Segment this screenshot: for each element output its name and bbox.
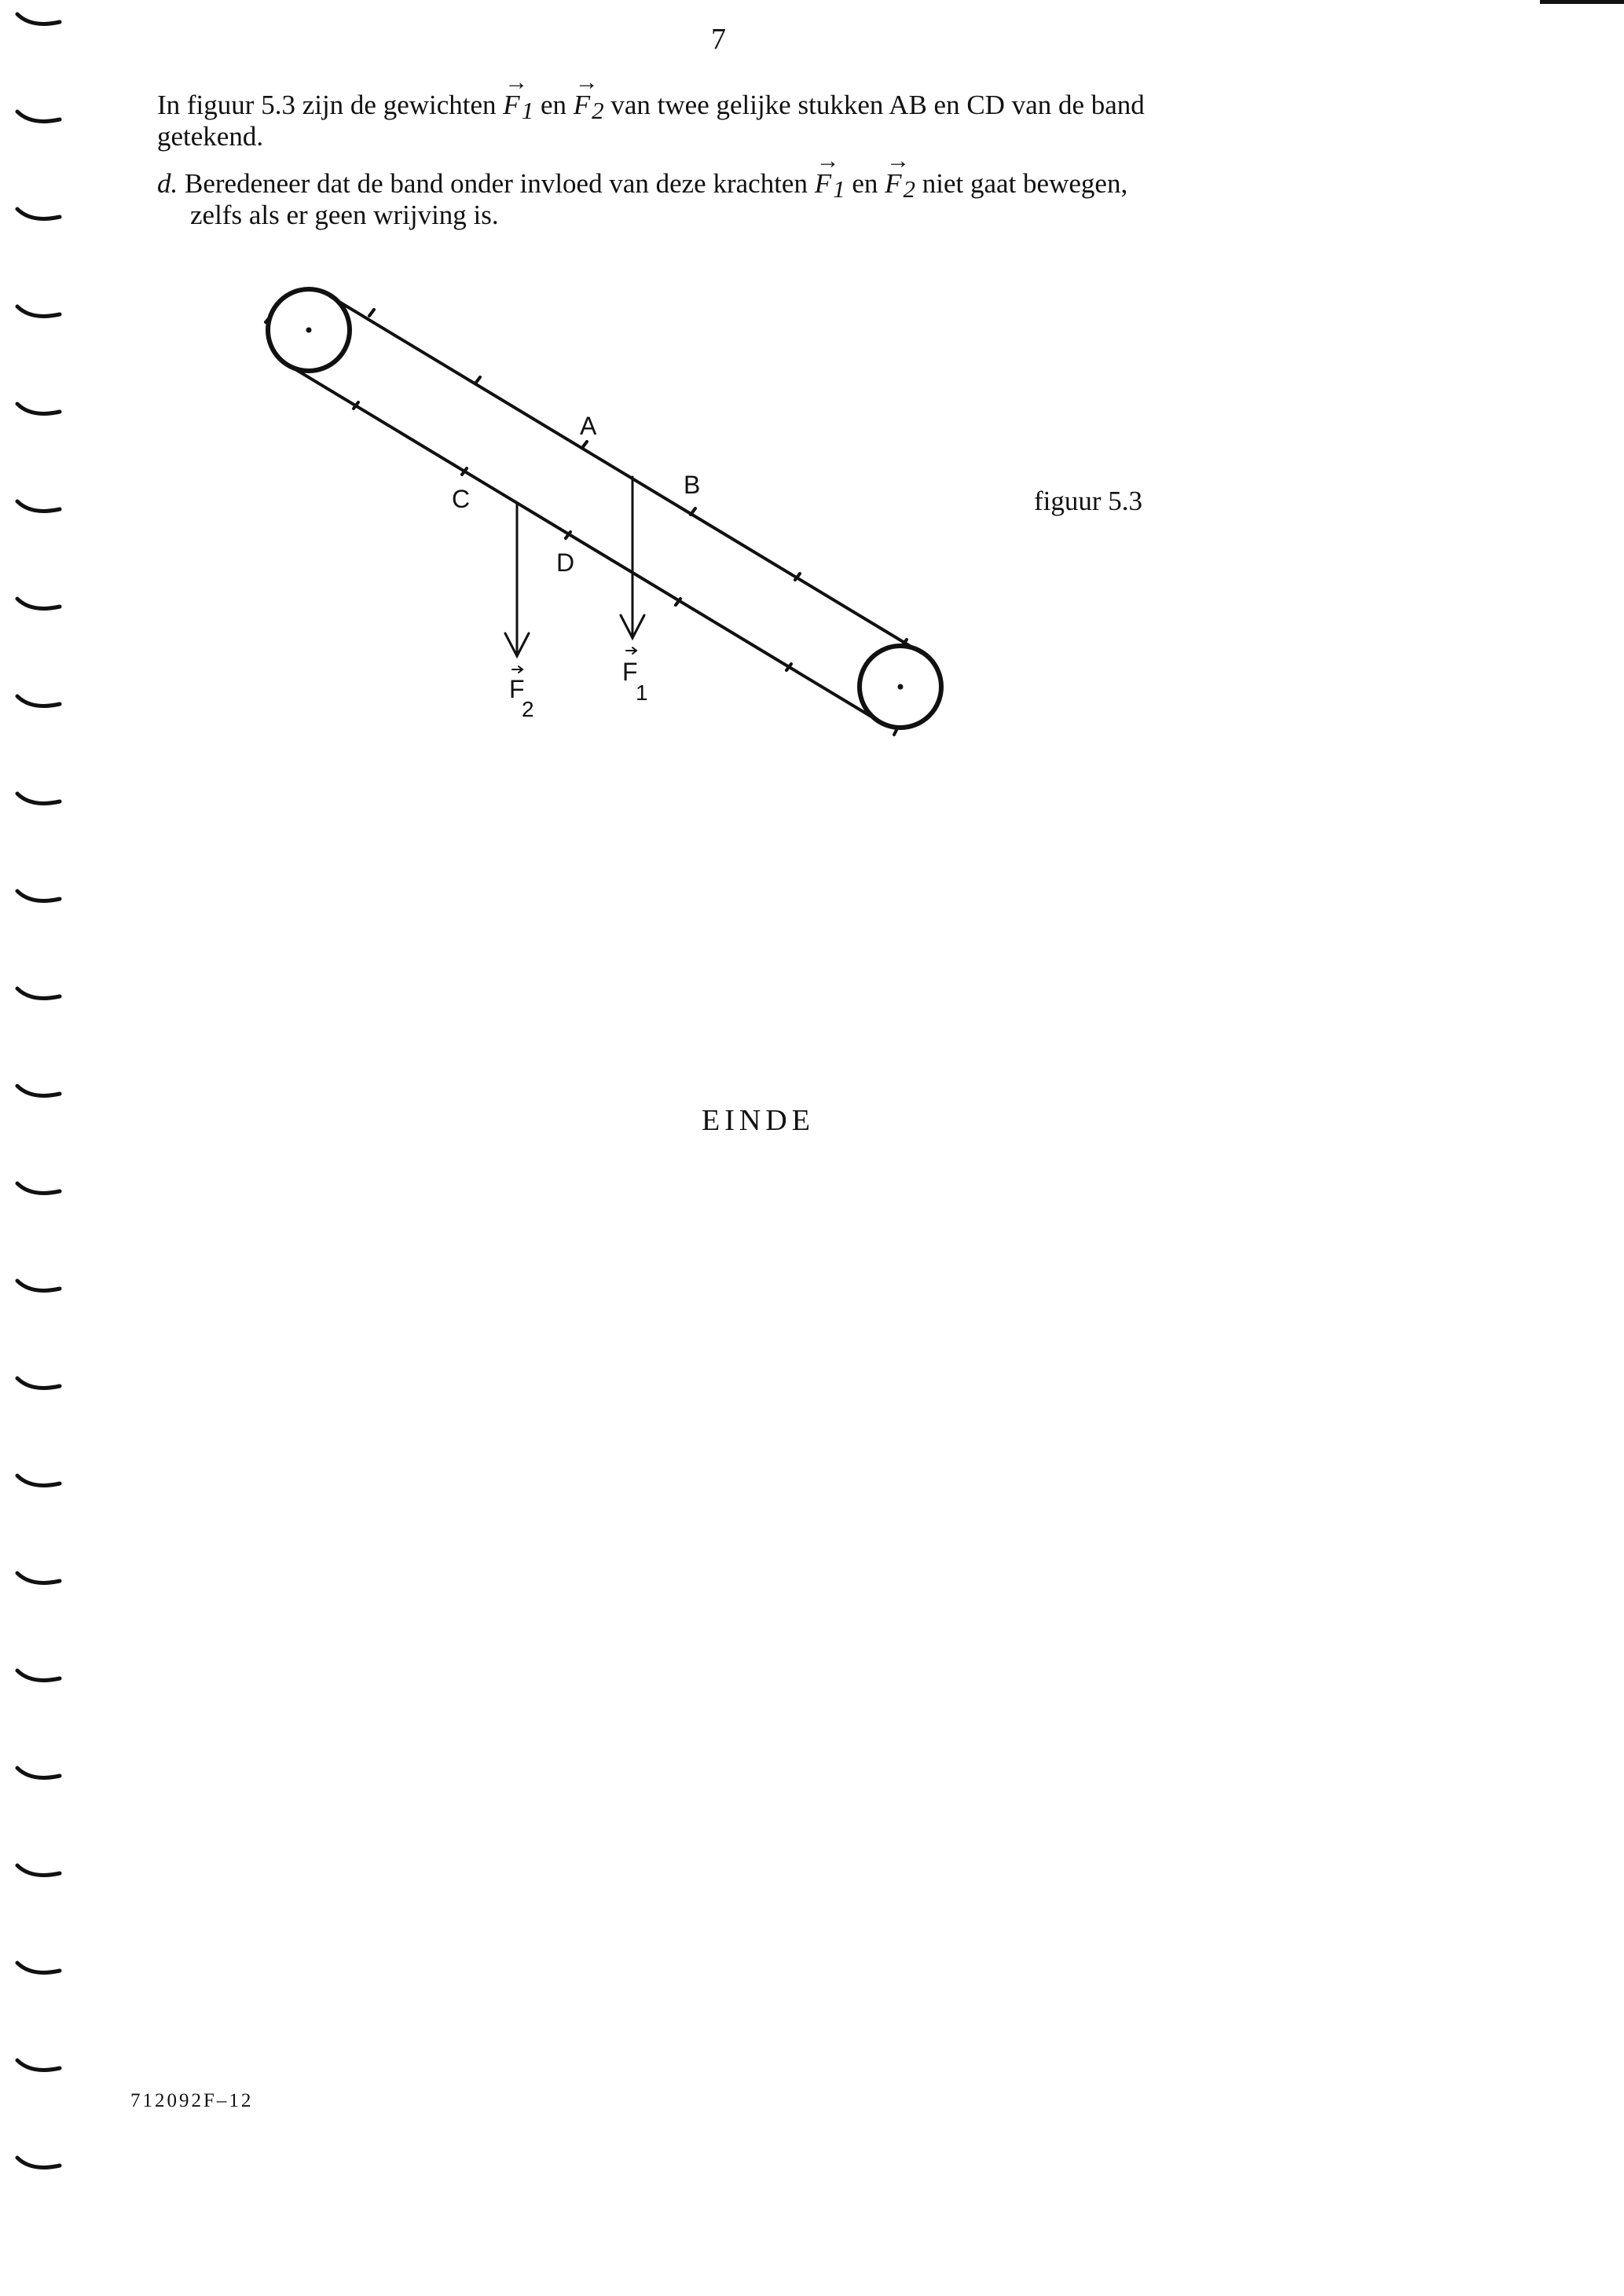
intro-line-1: In figuur 5.3 zijn de gewichten →F1 en →… [157,71,1296,125]
vector-arrow: → [886,148,911,174]
vector-letter: F [814,168,832,199]
binding-mark [15,1766,62,1780]
binding-mark [15,499,62,513]
binding-mark [15,791,62,805]
force-f2-head [504,632,530,659]
binding-mark [15,1863,62,1877]
figure-conveyor-belt: A B C D F 2 F 1 [264,287,944,736]
label-a: A [580,412,597,440]
belt-lower-run [286,363,881,723]
label-d: D [556,548,574,577]
binding-marks [15,12,62,2169]
question-text: Beredeneer dat de band onder invloed van… [185,168,815,199]
vector-arrow: → [574,69,599,95]
binding-mark [15,2155,62,2169]
page-number: 7 [711,23,726,56]
vector-f2: →F2 [885,149,916,204]
intro-paragraph: In figuur 5.3 zijn de gewichten →F1 en →… [157,71,1296,152]
upper-pulley [266,287,352,373]
binding-mark [15,1668,62,1682]
end-marker: EINDE [702,1104,815,1137]
binding-mark [15,1960,62,1975]
binding-mark [15,596,62,611]
belt-tick-marks [264,308,908,736]
binding-mark [15,889,62,903]
intro-text: van twee gelijke stukken AB en CD van de… [603,90,1145,120]
binding-mark [15,1473,62,1487]
intro-line-2: getekend. [157,121,264,152]
force-f1-head [619,614,646,641]
label-f1-letter: F [622,658,638,686]
binding-mark [15,1376,62,1390]
corner-mark [1540,0,1624,4]
question-text: niet gaat bewegen, [915,168,1128,199]
binding-mark [15,2058,62,2072]
binding-mark [15,694,62,708]
question-d: d. Beredeneer dat de band onder invloed … [157,149,1296,231]
binding-mark [15,1571,62,1585]
vector-letter: F [885,168,902,199]
vector-letter: F [503,90,520,120]
question-letter: d. [157,168,178,199]
intro-text: en [533,90,574,120]
vector-f1: →F1 [503,71,534,125]
binding-mark [15,304,62,318]
vector-subscript: 1 [521,97,534,124]
intro-text: In figuur 5.3 zijn de gewichten [157,90,504,120]
vector-f2: →F2 [573,71,604,125]
binding-mark [15,402,62,416]
binding-mark [15,109,62,123]
vector-subscript: 2 [903,175,916,203]
vector-subscript: 2 [592,97,604,124]
figure-caption: figuur 5.3 [1034,486,1143,516]
lower-pulley-axle [897,684,904,690]
question-d-line-1: d. Beredeneer dat de band onder invloed … [157,149,1296,204]
document-code: 712092F–12 [130,2090,254,2111]
belt-upper-run [328,295,923,655]
question-text: en [845,168,885,199]
label-f2-subscript: 2 [522,697,534,721]
vector-subscript: 1 [833,175,845,203]
binding-mark [15,12,62,26]
vector-letter: F [573,90,591,120]
binding-mark [15,207,62,221]
upper-pulley-axle [306,327,312,333]
label-b: B [684,471,700,499]
vector-arrow: → [504,69,529,95]
binding-mark [15,986,62,1000]
label-f2-letter: F [509,675,525,703]
binding-mark [15,1084,62,1098]
label-f1-subscript: 1 [636,680,648,705]
label-c: C [452,485,470,513]
f2-label-arrow-head [518,666,524,673]
binding-mark [15,1181,62,1195]
question-d-line-2: zelfs als er geen wrijving is. [190,200,499,230]
vector-f1: →F1 [814,149,845,204]
vector-arrow: → [816,148,840,174]
f1-label-arrow-head [632,647,638,655]
binding-mark [15,1278,62,1293]
